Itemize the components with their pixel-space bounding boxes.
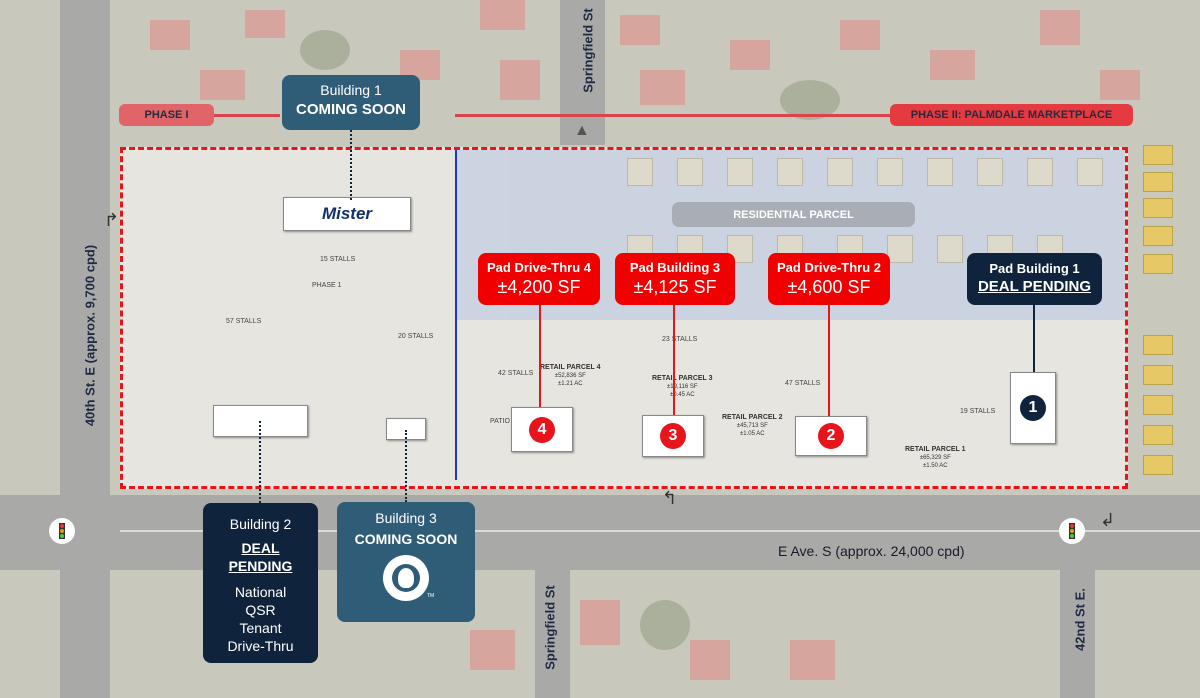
leader-line: [673, 305, 675, 415]
stall-count: 19 STALLS: [960, 408, 996, 415]
phase-line: [210, 114, 280, 117]
leader-line: [1033, 305, 1035, 372]
pad-number-badge: 2: [818, 423, 844, 449]
callout-size: ±4,200 SF: [497, 277, 581, 297]
pad-3-footprint: 3: [642, 415, 704, 457]
callout-status: PENDING: [228, 558, 293, 574]
pad-number-badge: 3: [660, 423, 686, 449]
patio-label: PATIO: [490, 418, 510, 425]
pad-4-footprint: 4: [511, 407, 573, 452]
building-3-callout: Building 3 COMING SOON TM: [337, 502, 475, 622]
retail-parcel-3: RETAIL PARCEL 3 ±19,116 SF ±0.45 AC: [652, 375, 713, 399]
callout-title: Building 1: [320, 82, 382, 98]
callout-title: Pad Drive-Thru 4: [486, 260, 592, 275]
leader-line: [350, 130, 352, 200]
phase-1-label: PHASE I: [119, 104, 214, 126]
parcel-ac: ±1.21 AC: [557, 381, 583, 387]
pad-drive-thru-4-callout: Pad Drive-Thru 4 ±4,200 SF: [478, 253, 600, 305]
traffic-light-icon: [1059, 518, 1085, 544]
callout-title: Pad Drive-Thru 2: [776, 260, 882, 275]
building-1-footprint: Mister: [283, 197, 411, 231]
stall-count: 15 STALLS: [320, 256, 356, 263]
leader-line: [828, 305, 830, 416]
callout-status: COMING SOON: [354, 531, 458, 547]
parcel-ac: ±1.50 AC: [922, 463, 948, 469]
parcel-sf: ±45,713 SF: [736, 423, 768, 429]
parcel-sf: ±19,116 SF: [667, 384, 698, 390]
callout-size: ±4,125 SF: [633, 277, 717, 297]
stall-count: 20 STALLS: [398, 333, 434, 340]
phase-line: [455, 114, 895, 117]
callout-title: Pad Building 3: [629, 260, 721, 275]
retail-parcel-1: RETAIL PARCEL 1 ±65,329 SF ±1.50 AC: [905, 446, 966, 470]
stall-count: 57 STALLS: [226, 318, 262, 325]
pad-number-badge: 4: [529, 416, 555, 443]
pad-1-footprint: 1: [1010, 372, 1056, 444]
phase-divider-line: [455, 150, 457, 480]
retail-parcel-2: RETAIL PARCEL 2 ±45,713 SF ±1.05 AC: [722, 414, 783, 438]
parcel-name: RETAIL PARCEL 1: [905, 446, 966, 453]
phase-2-label: PHASE II: PALMDALE MARKETPLACE: [890, 104, 1133, 126]
pad-building-1-callout: Pad Building 1 DEAL PENDING: [967, 253, 1102, 305]
street-label-42nd: 42nd St E.: [1072, 588, 1088, 651]
street-label-e-ave-s: E Ave. S (approx. 24,000 cpd): [778, 543, 965, 559]
parcel-sf: ±52,836 SF: [554, 373, 586, 379]
residential-parcel-label: RESIDENTIAL PARCEL: [672, 202, 915, 227]
callout-detail: Drive-Thru: [227, 638, 294, 654]
callout-detail: Tenant: [239, 620, 282, 636]
street-label-springfield-north: Springfield St: [580, 8, 596, 93]
stall-count: 47 STALLS: [785, 380, 821, 387]
callout-title: Pad Building 1: [989, 261, 1080, 276]
building-2-callout: Building 2 DEAL PENDING National QSR Ten…: [203, 503, 318, 663]
parcel-name: RETAIL PARCEL 3: [652, 375, 713, 382]
pad-building-3-callout: Pad Building 3 ±4,125 SF: [615, 253, 735, 305]
callout-title: Building 3: [375, 510, 437, 526]
street-label-40th: 40th St. E (approx. 9,700 cpd): [82, 244, 98, 427]
parcel-ac: ±0.45 AC: [669, 392, 695, 398]
starbucks-logo: TM: [383, 555, 434, 601]
parcel-sf: ±65,329 SF: [919, 455, 951, 461]
turn-arrow-icon: ↰: [662, 488, 678, 508]
parcel-name: RETAIL PARCEL 4: [540, 364, 601, 371]
street-label-springfield-south: Springfield St: [542, 585, 558, 670]
pad-number-badge: 1: [1020, 395, 1046, 421]
arrow-up-icon: ▲: [574, 122, 590, 139]
callout-status: COMING SOON: [295, 101, 406, 118]
pad-drive-thru-2-callout: Pad Drive-Thru 2 ±4,600 SF: [768, 253, 890, 305]
leader-line: [405, 430, 407, 502]
parcel-ac: ±1.05 AC: [739, 431, 765, 437]
callout-detail: QSR: [245, 602, 276, 618]
callout-size: ±4,600 SF: [787, 277, 871, 297]
retail-parcel-4: RETAIL PARCEL 4 ±52,836 SF ±1.21 AC: [540, 364, 601, 388]
stall-count: 42 STALLS: [498, 370, 534, 377]
callout-status: DEAL: [241, 540, 280, 556]
phase-1-plan-label: PHASE 1: [312, 282, 342, 289]
leader-line: [259, 421, 261, 503]
callout-detail: National: [234, 584, 287, 600]
trademark: TM: [427, 593, 435, 599]
stall-count: 23 STALLS: [662, 336, 698, 343]
pad-2-footprint: 2: [795, 416, 867, 456]
traffic-light-icon: [49, 518, 75, 544]
mister-logo: Mister: [321, 204, 373, 223]
parcel-name: RETAIL PARCEL 2: [722, 414, 783, 421]
leader-line: [539, 305, 541, 407]
callout-title: Building 2: [229, 516, 292, 532]
callout-status: DEAL PENDING: [977, 278, 1092, 295]
turn-arrow-icon: ↱: [104, 210, 120, 230]
building-1-callout: Building 1 COMING SOON: [282, 75, 420, 130]
turn-arrow-icon: ↲: [1100, 510, 1116, 530]
